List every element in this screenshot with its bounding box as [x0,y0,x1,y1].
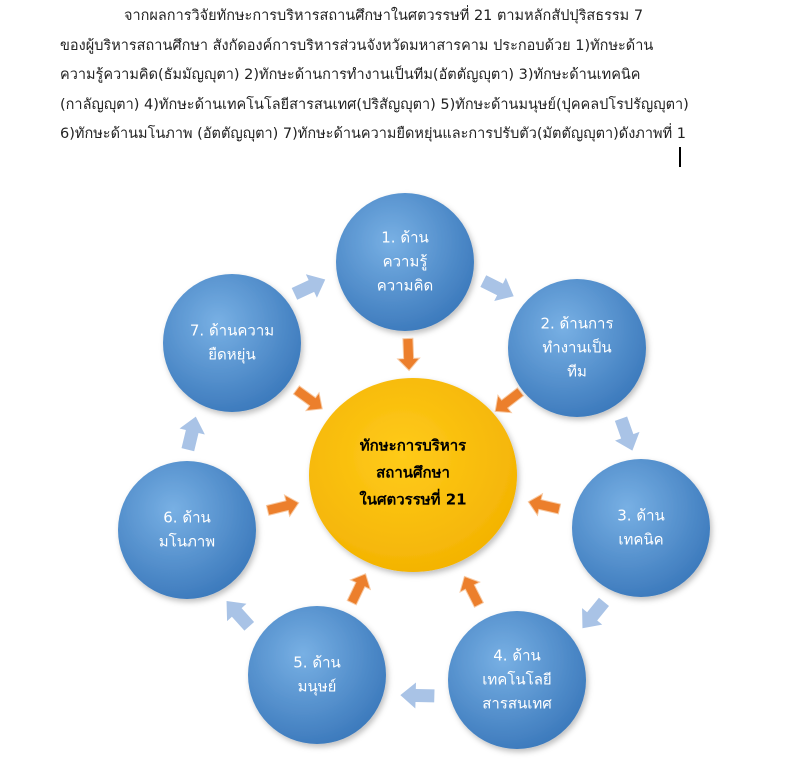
skill-node-label: มนุษย์ [298,678,337,697]
inward-arrow-5 [346,573,372,606]
center-label: ในศตวรรษที่ 21 [359,489,466,509]
skill-node-3: 3. ด้านเทคนิค [572,459,710,597]
center-node: ทักษะการบริหารสถานศึกษาในศตวรรษที่ 21 [309,378,517,572]
skill-node-label: เทคนิค [618,531,663,549]
skill-node-label: มโนภาพ [159,533,215,551]
center-label: สถานศึกษา [376,464,450,482]
center-ellipse [309,378,517,572]
skill-node-label: 2. ด้านการ [540,315,613,333]
skill-node-label: 3. ด้าน [617,507,665,525]
skill-node-circle [248,606,386,744]
skill-node-7: 7. ด้านความยืดหยุ่น [163,274,301,412]
skill-node-label: ความรู้ [383,253,428,271]
cycle-arrow-1 [480,275,514,302]
paragraph-line-2: ของผู้บริหารสถานศึกษา สังกัดองค์การบริหา… [60,37,654,54]
skill-node-5: 5. ด้านมนุษย์ [248,606,386,744]
cycle-arrow-3 [582,597,609,629]
skill-node-label: ความคิด [377,277,434,295]
text-cursor [679,147,681,167]
cycle-arrow-7 [291,274,326,300]
skill-node-label: เทคโนโลยี [482,671,551,689]
skill-node-label: 4. ด้าน [493,647,541,665]
skill-node-label: 5. ด้าน [293,654,341,672]
cycle-arrow-6 [179,416,205,452]
skill-node-circle [163,274,301,412]
paragraph-line-3: ความรู้ความคิด(ธัมมัญญุตา) 2)ทักษะด้านกา… [60,67,641,83]
skill-node-label: 7. ด้านความ [190,322,274,340]
inward-arrow-4 [459,575,485,608]
skill-node-circle [336,193,474,331]
inward-arrow-3 [527,492,562,517]
skill-node-label: สารสนเทศ [482,695,552,713]
cycle-arrow-4 [400,682,435,709]
paragraph-line-4: (กาลัญญุตา) 4)ทักษะด้านเทคโนโลยีสารสนเทศ… [60,96,689,113]
skill-node-circle [118,461,256,599]
skill-node-label: ทีม [567,363,587,381]
inward-arrow-2 [494,387,525,414]
cycle-arrow-5 [226,601,255,631]
cycle-arrow-2 [614,416,640,451]
skill-node-circle [508,279,646,417]
inward-arrow-1 [396,337,421,372]
inward-arrows [265,337,562,608]
skill-node-label: ทำงานเป็น [542,338,611,357]
inward-arrow-6 [265,493,300,518]
skill-node-circle [572,459,710,597]
paragraph-line-1: จากผลการวิจัยทักษะการบริหารสถานศึกษาในศต… [124,8,644,24]
cycle-arrows [179,274,640,709]
center-label: ทักษะการบริหาร [360,437,467,455]
skill-node-4: 4. ด้านเทคโนโลยีสารสนเทศ [448,611,586,749]
skill-node-label: 1. ด้าน [381,229,429,247]
skill-node-label: 6. ด้าน [163,509,211,527]
skill-node-label: ยืดหยุ่น [208,346,256,365]
inward-arrow-7 [292,385,323,412]
paragraph-line-5: 6)ทักษะด้านมโนภาพ (อัตตัญญุตา) 7)ทักษะด้… [60,126,686,142]
skill-node-circle [448,611,586,749]
skill-node-2: 2. ด้านการทำงานเป็นทีม [508,279,646,417]
document-paragraph: จากผลการวิจัยทักษะการบริหารสถานศึกษาในศต… [60,2,785,150]
skill-node-6: 6. ด้านมโนภาพ [118,461,256,599]
